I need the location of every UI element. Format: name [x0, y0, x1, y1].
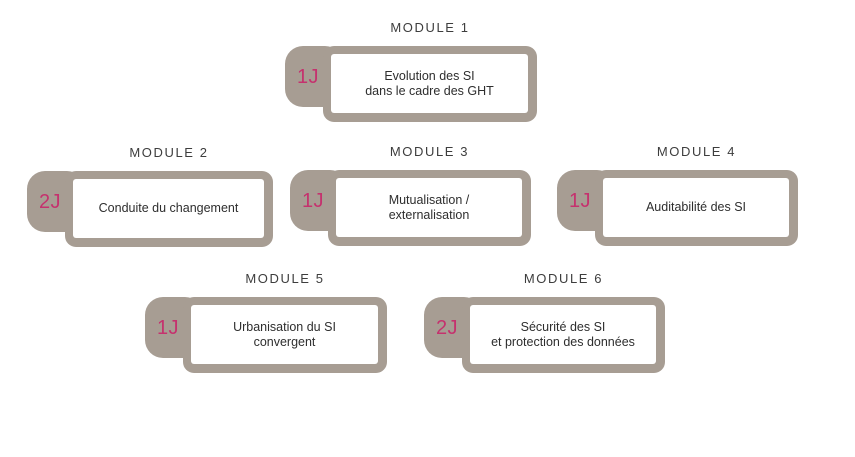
module-name-box: Sécurité des SI et protection des donnée…	[470, 305, 656, 364]
module-title: MODULE 6	[523, 271, 604, 286]
module-title: MODULE 2	[129, 145, 209, 160]
module-shape: 1J Auditabilité des SI	[557, 170, 798, 246]
module-name-box: Evolution des SI dans le cadre des GHT	[331, 54, 528, 113]
module-card-1: MODULE 1 1J Evolution des SI dans le cad…	[285, 20, 537, 122]
module-duration-badge: 1J	[568, 189, 592, 212]
module-shape: 2J Sécurité des SI et protection des don…	[424, 297, 665, 373]
module-title: MODULE 5	[245, 271, 325, 286]
module-title: MODULE 1	[390, 20, 470, 35]
module-duration-badge: 1J	[156, 316, 180, 339]
module-name: Evolution des SI dans le cadre des GHT	[365, 68, 494, 98]
module-card-2: MODULE 2 2J Conduite du changement	[27, 145, 273, 247]
module-name-box: Conduite du changement	[73, 179, 264, 238]
module-card-4: MODULE 4 1J Auditabilité des SI	[557, 144, 798, 246]
module-card-6: MODULE 6 2J Sécurité des SI et protectio…	[424, 271, 665, 373]
module-name: Conduite du changement	[98, 201, 239, 215]
module-name-box: Auditabilité des SI	[603, 178, 789, 237]
module-title: MODULE 4	[656, 144, 737, 159]
module-name-box: Urbanisation du SI convergent	[191, 305, 378, 364]
module-duration-badge: 1J	[296, 65, 320, 88]
module-name: Mutualisation / externalisation	[388, 192, 470, 222]
module-shape: 1J Evolution des SI dans le cadre des GH…	[285, 46, 537, 122]
module-shape: 2J Conduite du changement	[27, 171, 273, 247]
module-duration-badge: 2J	[435, 316, 459, 339]
module-title: MODULE 3	[389, 144, 470, 159]
module-name-box: Mutualisation / externalisation	[336, 178, 522, 237]
module-duration-badge: 2J	[38, 190, 62, 213]
module-duration-badge: 1J	[301, 189, 325, 212]
module-name: Sécurité des SI et protection des donnée…	[491, 319, 635, 349]
module-shape: 1J Mutualisation / externalisation	[290, 170, 531, 246]
module-card-5: MODULE 5 1J Urbanisation du SI convergen…	[145, 271, 387, 373]
module-name: Urbanisation du SI convergent	[233, 319, 336, 349]
module-name: Auditabilité des SI	[645, 200, 747, 214]
module-card-3: MODULE 3 1J Mutualisation / externalisat…	[290, 144, 531, 246]
module-shape: 1J Urbanisation du SI convergent	[145, 297, 387, 373]
